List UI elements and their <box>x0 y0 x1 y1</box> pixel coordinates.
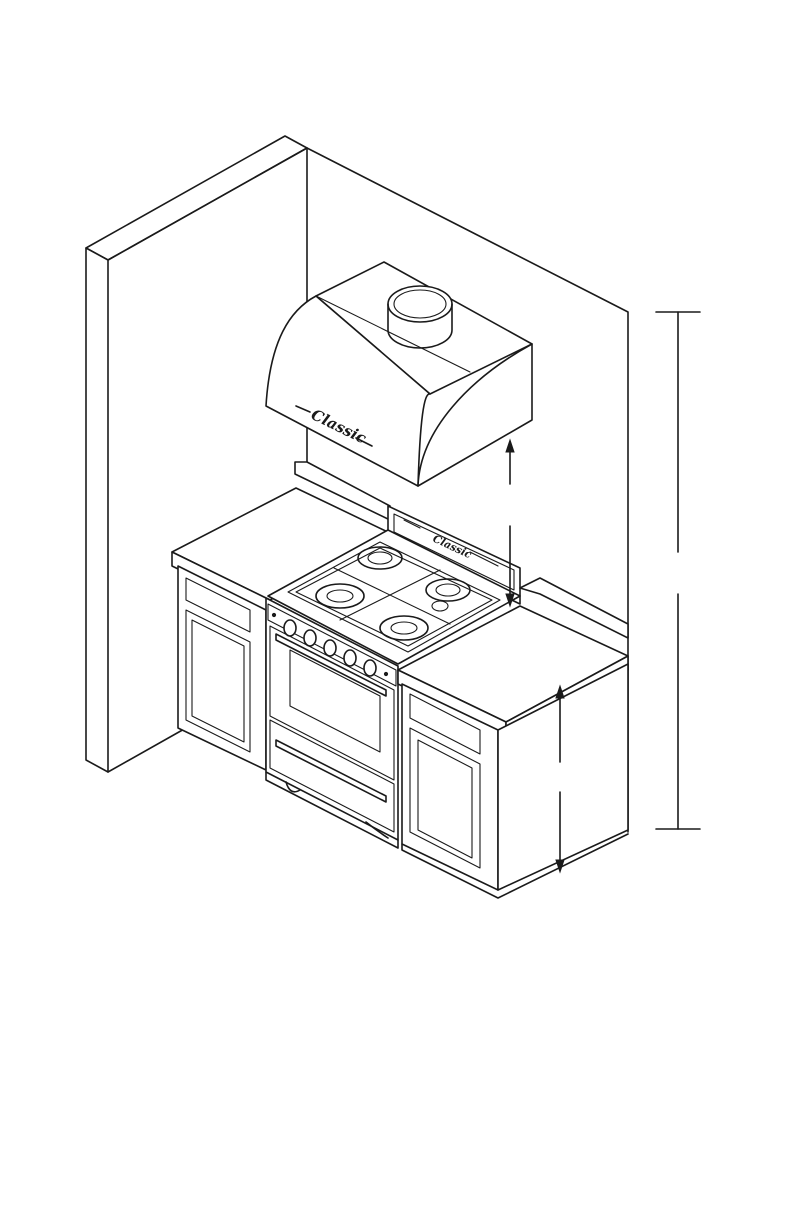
knob-3[interactable] <box>324 640 336 656</box>
duct-collar <box>388 286 452 322</box>
wall-front-edge <box>86 248 108 772</box>
knob-4[interactable] <box>344 650 356 666</box>
wall-floor-line <box>108 728 186 772</box>
knob-5[interactable] <box>364 660 376 676</box>
wall-top-edge <box>86 136 307 260</box>
knob-2[interactable] <box>304 630 316 646</box>
clearance-arrowhead-top <box>506 440 514 452</box>
range-hood: Classic <box>266 262 532 486</box>
